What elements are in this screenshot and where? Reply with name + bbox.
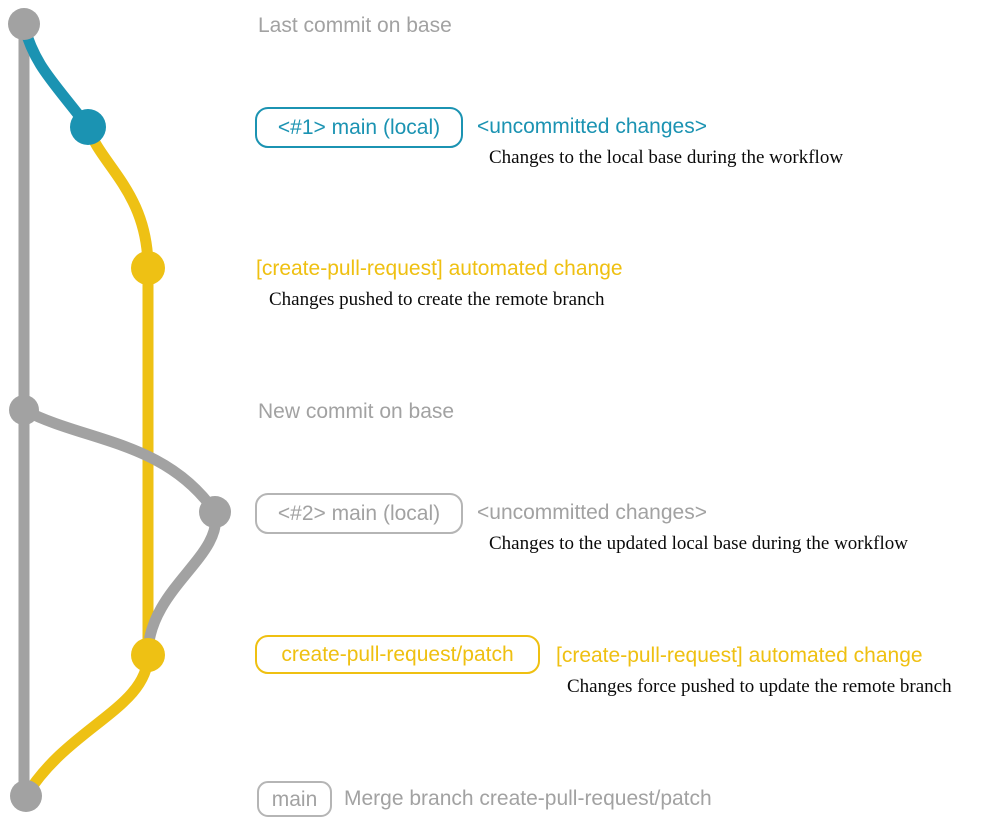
commit-dot-main-local-2: [199, 496, 231, 528]
automated-change-2-heading: [create-pull-request] automated change: [556, 644, 923, 667]
uncommitted-changes-1-heading: <uncommitted changes>: [477, 115, 707, 138]
branch-badge-main-local-2: <#2> main (local): [255, 493, 463, 534]
commit-dot-automated-2: [131, 638, 165, 672]
branch-badge-patch-label: create-pull-request/patch: [281, 643, 514, 666]
automated-change-2-description: Changes force pushed to update the remot…: [567, 676, 952, 697]
uncommitted-changes-2-description: Changes to the updated local base during…: [489, 533, 908, 554]
main-local-2-branch-line: [21, 405, 220, 516]
commit-dot-new-base: [9, 395, 39, 425]
branch-badge-main-local-2-label: <#2> main (local): [277, 502, 441, 525]
patch-branch-merge-line: [21, 654, 154, 799]
commit-dot-merge: [10, 780, 42, 812]
automated-change-1-description: Changes pushed to create the remote bran…: [269, 289, 605, 310]
commit-dot-automated-1: [131, 251, 165, 285]
annotation-new-commit-on-base: New commit on base: [258, 400, 455, 423]
uncommitted-changes-2-heading: <uncommitted changes>: [477, 501, 707, 524]
automated-change-1-heading: [create-pull-request] automated change: [256, 257, 623, 280]
annotation-last-commit-on-base: Last commit on base: [258, 14, 452, 37]
git-graph: [8, 8, 231, 812]
branch-badge-main: main: [257, 781, 332, 817]
commit-dot-last-base: [8, 8, 40, 40]
branch-badge-main-local-1-label: <#1> main (local): [277, 116, 441, 139]
merge-commit-message: Merge branch create-pull-request/patch: [344, 787, 712, 810]
commit-dot-main-local-1: [70, 109, 106, 145]
branch-badge-main-local-1: <#1> main (local): [255, 107, 463, 148]
branch-badge-main-label: main: [271, 787, 318, 811]
patch-branch-push-line: [82, 125, 154, 269]
branch-badge-patch: create-pull-request/patch: [255, 635, 540, 674]
uncommitted-changes-1-description: Changes to the local base during the wor…: [489, 147, 844, 168]
main-local-2-force-push-line: [142, 510, 222, 653]
